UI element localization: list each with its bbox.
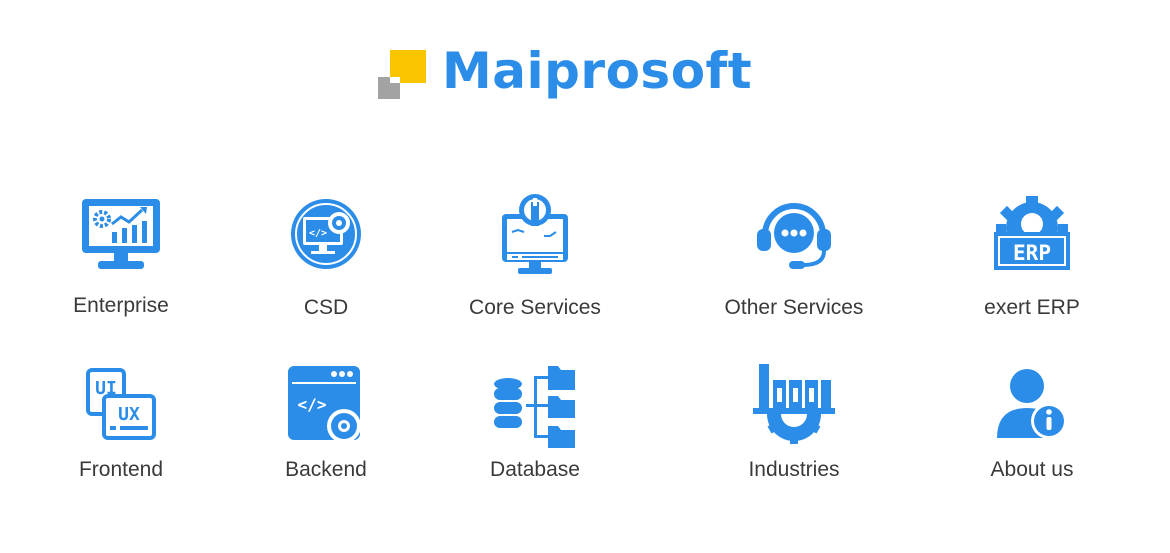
menu-item-about-us[interactable]: About us — [932, 360, 1132, 490]
ui-ux-icon: UI UX — [84, 368, 158, 442]
brand-name: Maiprosoft — [442, 42, 753, 100]
chat-headset-icon — [751, 195, 837, 271]
menu-item-backend[interactable]: </> Backend — [226, 360, 426, 490]
menu-item-label: Other Services — [724, 296, 864, 319]
menu-item-label: Industries — [748, 458, 840, 481]
menu-item-label: Backend — [285, 458, 367, 481]
menu-item-label: Core Services — [469, 296, 601, 319]
menu-item-label: About us — [990, 458, 1074, 481]
logo-mark-icon — [378, 42, 428, 100]
monitor-analytics-icon — [80, 197, 162, 271]
menu-item-exert-erp[interactable]: ERP exert ERP — [932, 192, 1132, 322]
wrench-monitor-icon — [498, 192, 572, 276]
code-window-gear-icon: </> — [286, 364, 366, 446]
svg-text:</>: </> — [298, 395, 327, 414]
svg-text:UI: UI — [95, 378, 117, 399]
menu-item-core-services[interactable]: Core Services — [435, 192, 635, 322]
user-info-icon — [995, 368, 1069, 440]
menu-item-label: Database — [490, 458, 580, 481]
menu-item-label: CSD — [303, 296, 349, 319]
factory-gear-icon — [751, 362, 837, 448]
brand-logo[interactable]: Maiprosoft — [378, 40, 798, 102]
menu-item-label: exert ERP — [984, 296, 1080, 319]
menu-item-frontend[interactable]: UI UX Frontend — [21, 360, 221, 490]
menu-item-industries[interactable]: Industries — [694, 360, 894, 490]
menu-item-csd[interactable]: </> CSD — [226, 192, 426, 322]
code-gear-circle-icon: </> — [289, 197, 363, 271]
menu-item-other-services[interactable]: Other Services — [694, 192, 894, 322]
menu-item-label: Frontend — [78, 458, 164, 481]
menu-item-label: Enterprise — [73, 294, 169, 317]
svg-text:</>: </> — [309, 228, 327, 239]
erp-gear-icon: ERP — [992, 194, 1072, 274]
svg-text:ERP: ERP — [1013, 241, 1051, 265]
menu-item-enterprise[interactable]: Enterprise — [21, 192, 221, 322]
svg-text:UX: UX — [118, 404, 140, 425]
database-folders-icon — [492, 362, 578, 448]
menu-item-database[interactable]: Database — [435, 360, 635, 490]
